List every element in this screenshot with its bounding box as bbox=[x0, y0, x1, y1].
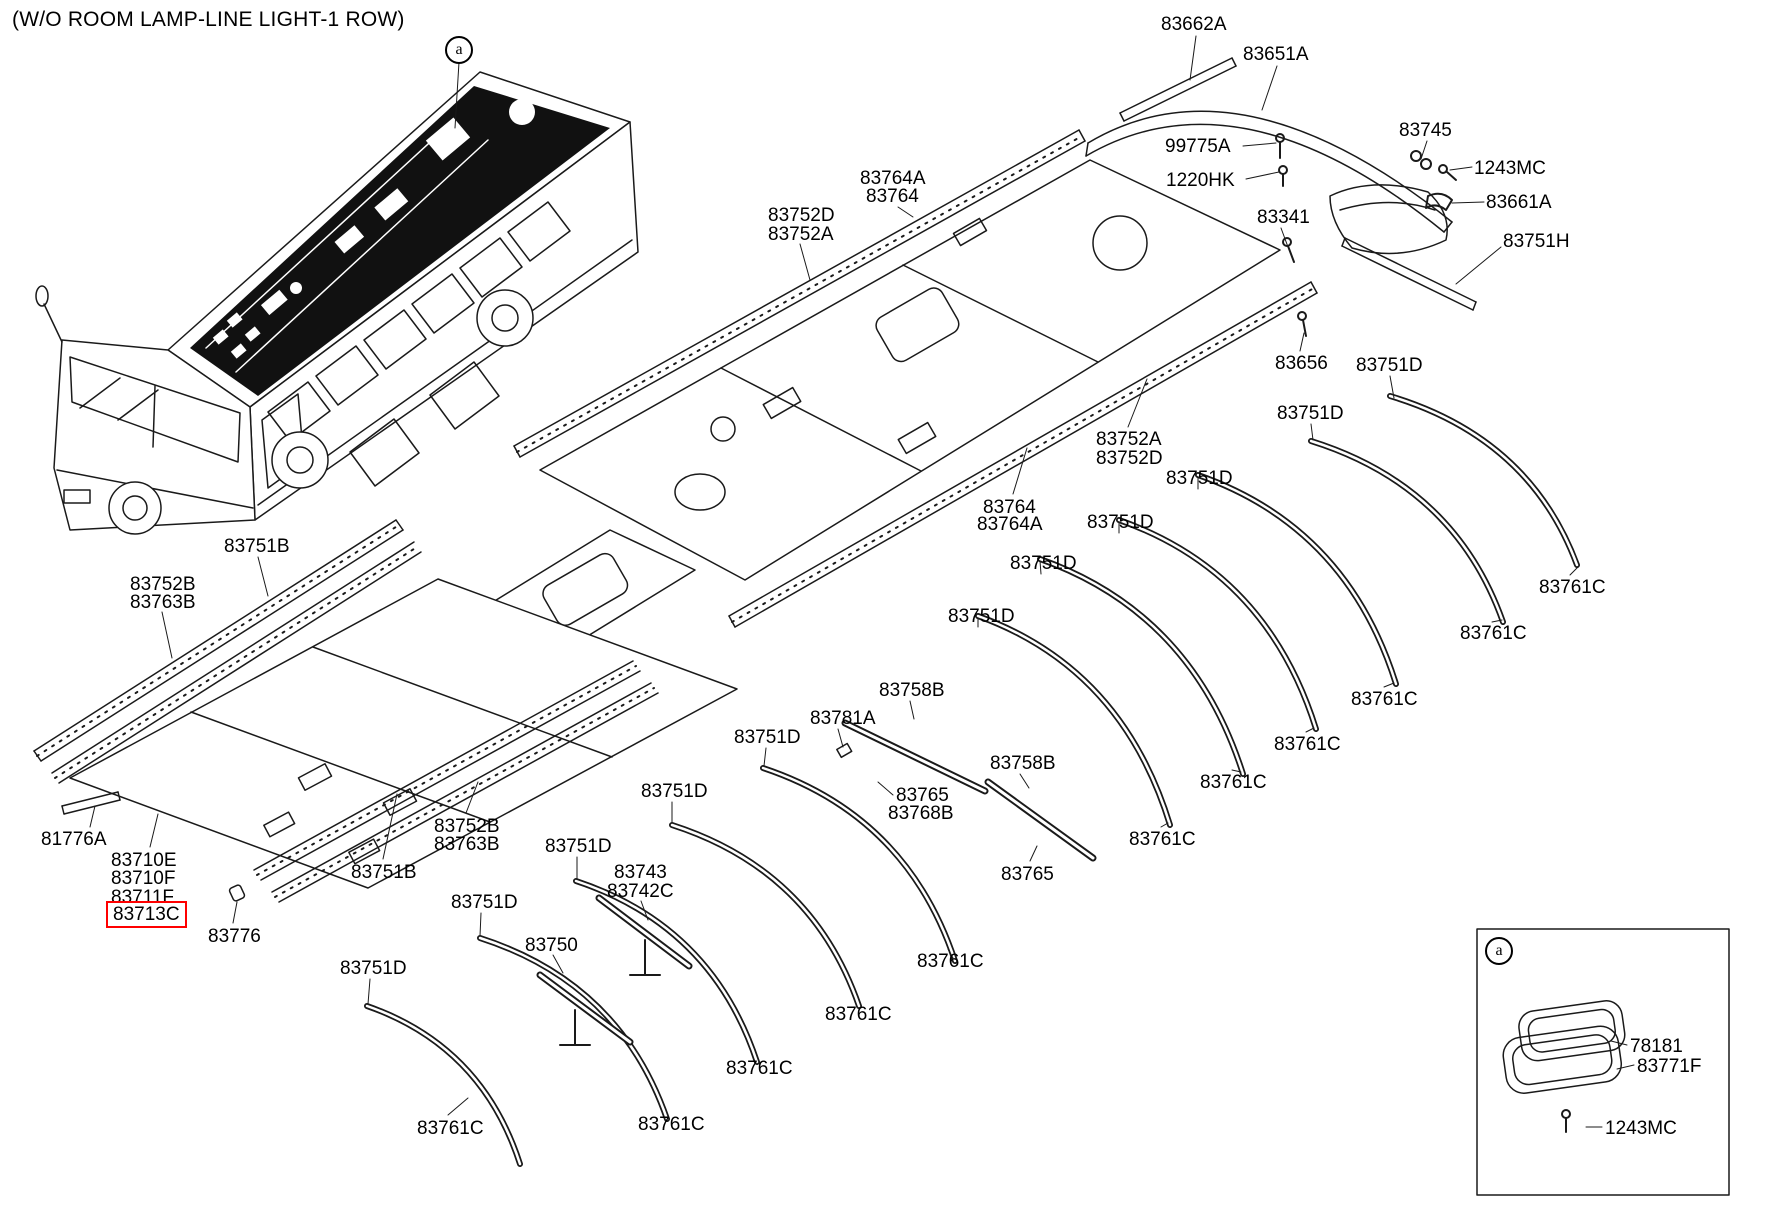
clip-83776 bbox=[228, 884, 246, 902]
part-label-83761c: 83761C bbox=[1200, 772, 1267, 793]
part-label-83710e: 83710E bbox=[111, 850, 177, 871]
part-label-83661a: 83661A bbox=[1486, 192, 1552, 213]
part-label-83752a: 83752A bbox=[768, 224, 834, 245]
part-label-83751d: 83751D bbox=[734, 727, 801, 748]
leader-lines bbox=[89, 35, 1635, 1128]
part-label-83764a: 83764A bbox=[860, 168, 926, 189]
part-label-83752b: 83752B bbox=[434, 816, 500, 837]
clip-83781a bbox=[836, 742, 853, 759]
part-label-83752b: 83752B bbox=[130, 574, 196, 595]
roof-bows-inner bbox=[365, 394, 1579, 1166]
part-label-83771f: 83771F bbox=[1637, 1056, 1702, 1077]
part-label-83765: 83765 bbox=[896, 785, 949, 806]
part-label-83765: 83765 bbox=[1001, 864, 1054, 885]
part-label-83758b: 83758B bbox=[879, 680, 945, 701]
part-label-83751d: 83751D bbox=[1356, 355, 1423, 376]
inset-screw bbox=[1561, 1109, 1571, 1133]
part-label-83764: 83764 bbox=[866, 186, 919, 207]
diagram-title: (W/O ROOM LAMP-LINE LIGHT-1 ROW) bbox=[12, 8, 405, 31]
part-label-83651a: 83651A bbox=[1243, 44, 1309, 65]
part-label-83751b: 83751B bbox=[224, 536, 290, 557]
part-label-83751d: 83751D bbox=[1087, 512, 1154, 533]
part-label-83761c: 83761C bbox=[417, 1118, 484, 1139]
part-label-83751b: 83751B bbox=[351, 862, 417, 883]
part-label-83743: 83743 bbox=[614, 862, 667, 883]
part-label-83751d: 83751D bbox=[451, 892, 518, 913]
roof-panel-rear bbox=[539, 159, 1281, 581]
part-label-83763b: 83763B bbox=[130, 592, 196, 613]
part-label-83751h: 83751H bbox=[1503, 231, 1570, 252]
part-label-83776: 83776 bbox=[208, 926, 261, 947]
part-label-1243mc: 1243MC bbox=[1474, 158, 1546, 179]
part-label-83713c: 83713C bbox=[106, 901, 187, 928]
part-label-83761c: 83761C bbox=[1539, 577, 1606, 598]
part-label-83751d: 83751D bbox=[1166, 468, 1233, 489]
part-label-83763b: 83763B bbox=[434, 834, 500, 855]
part-label-83761c: 83761C bbox=[1274, 734, 1341, 755]
part-label-83662a: 83662A bbox=[1161, 14, 1227, 35]
part-label-99775a: 99775A bbox=[1165, 136, 1231, 157]
part-label-83764: 83764 bbox=[983, 497, 1036, 518]
part-label-83761c: 83761C bbox=[1460, 623, 1527, 644]
part-label-83742c: 83742C bbox=[607, 881, 674, 902]
inset-detail-box bbox=[1476, 928, 1730, 1196]
part-label-83751d: 83751D bbox=[1010, 553, 1077, 574]
part-label-83761c: 83761C bbox=[825, 1004, 892, 1025]
part-label-83752a: 83752A bbox=[1096, 429, 1162, 450]
front-header-rail bbox=[1085, 57, 1477, 311]
part-label-83751d: 83751D bbox=[340, 958, 407, 979]
fasteners bbox=[1275, 133, 1457, 337]
strip-brackets bbox=[559, 939, 661, 1046]
part-label-83758b: 83758B bbox=[990, 753, 1056, 774]
part-label-83761c: 83761C bbox=[1351, 689, 1418, 710]
part-label-83768b: 83768B bbox=[888, 803, 954, 824]
part-label-83751d: 83751D bbox=[1277, 403, 1344, 424]
part-label-83764a: 83764A bbox=[977, 514, 1043, 535]
part-label-83752d: 83752D bbox=[768, 205, 835, 226]
roof-panel-front bbox=[69, 578, 738, 889]
part-label-83781a: 83781A bbox=[810, 708, 876, 729]
roof-rail-strips-rear bbox=[513, 129, 1318, 628]
part-label-83751d: 83751D bbox=[545, 836, 612, 857]
part-label-83761c: 83761C bbox=[638, 1114, 705, 1135]
part-label-78181: 78181 bbox=[1630, 1036, 1683, 1057]
sunroof-frame bbox=[1502, 1025, 1623, 1094]
part-label-83745: 83745 bbox=[1399, 120, 1452, 141]
part-label-1220hk: 1220HK bbox=[1166, 170, 1235, 191]
part-label-1243mc: 1243MC bbox=[1605, 1118, 1677, 1139]
part-label-83710f: 83710F bbox=[111, 868, 176, 889]
part-label-83751d: 83751D bbox=[641, 781, 708, 802]
roof-rail-strips-front bbox=[33, 519, 659, 903]
short-strips-inner bbox=[538, 721, 1095, 1044]
part-label-83750: 83750 bbox=[525, 935, 578, 956]
part-label-81776a: 81776A bbox=[41, 829, 107, 850]
part-label-83761c: 83761C bbox=[726, 1058, 793, 1079]
callout-a: a bbox=[1485, 937, 1513, 965]
callout-a: a bbox=[445, 36, 473, 64]
part-label-83752d: 83752D bbox=[1096, 448, 1163, 469]
part-label-83761c: 83761C bbox=[917, 951, 984, 972]
part-label-83341: 83341 bbox=[1257, 207, 1310, 228]
part-label-83656: 83656 bbox=[1275, 353, 1328, 374]
part-label-83761c: 83761C bbox=[1129, 829, 1196, 850]
bus-illustration bbox=[35, 61, 639, 535]
part-label-83751d: 83751D bbox=[948, 606, 1015, 627]
